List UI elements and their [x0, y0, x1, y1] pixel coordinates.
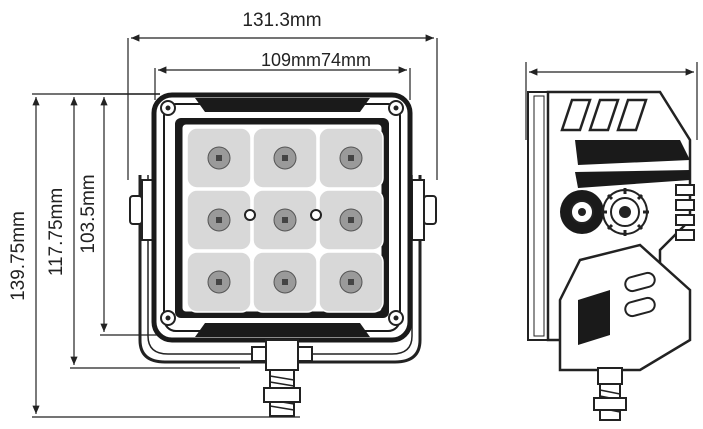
side-mounting-bolt — [593, 367, 627, 421]
adjust-knob-left — [560, 190, 604, 234]
sensor-dot — [310, 209, 322, 221]
overall-width-label: 131.3mm — [242, 10, 321, 31]
mounting-bolt — [251, 339, 313, 417]
led-chip — [282, 155, 288, 161]
side-view — [527, 90, 695, 421]
dimension-body-height — [100, 93, 160, 336]
led-grid — [186, 127, 384, 313]
led-chip — [216, 217, 222, 223]
overall-height-label: 139.75mm — [8, 211, 29, 301]
inner-width-label: 109mm74mm — [261, 50, 371, 70]
side-housing — [527, 91, 549, 341]
left-knob — [129, 195, 143, 225]
led-chip — [216, 155, 222, 161]
led-chip — [348, 279, 354, 285]
dimension-overall-width — [127, 34, 438, 180]
right-knob — [423, 195, 437, 225]
mid-height-label: 117.75mm — [46, 188, 67, 276]
adjust-knob-right — [601, 188, 649, 236]
led-chip — [216, 279, 222, 285]
led-chip — [348, 155, 354, 161]
dimension-inner-width — [154, 66, 411, 100]
led-chip — [282, 279, 288, 285]
dimension-side-depth — [525, 62, 698, 140]
led-chip — [348, 217, 354, 223]
front-view — [129, 92, 437, 417]
sensor-dot — [244, 209, 256, 221]
led-chip — [282, 217, 288, 223]
body-height-label: 103.5mm — [78, 174, 99, 253]
